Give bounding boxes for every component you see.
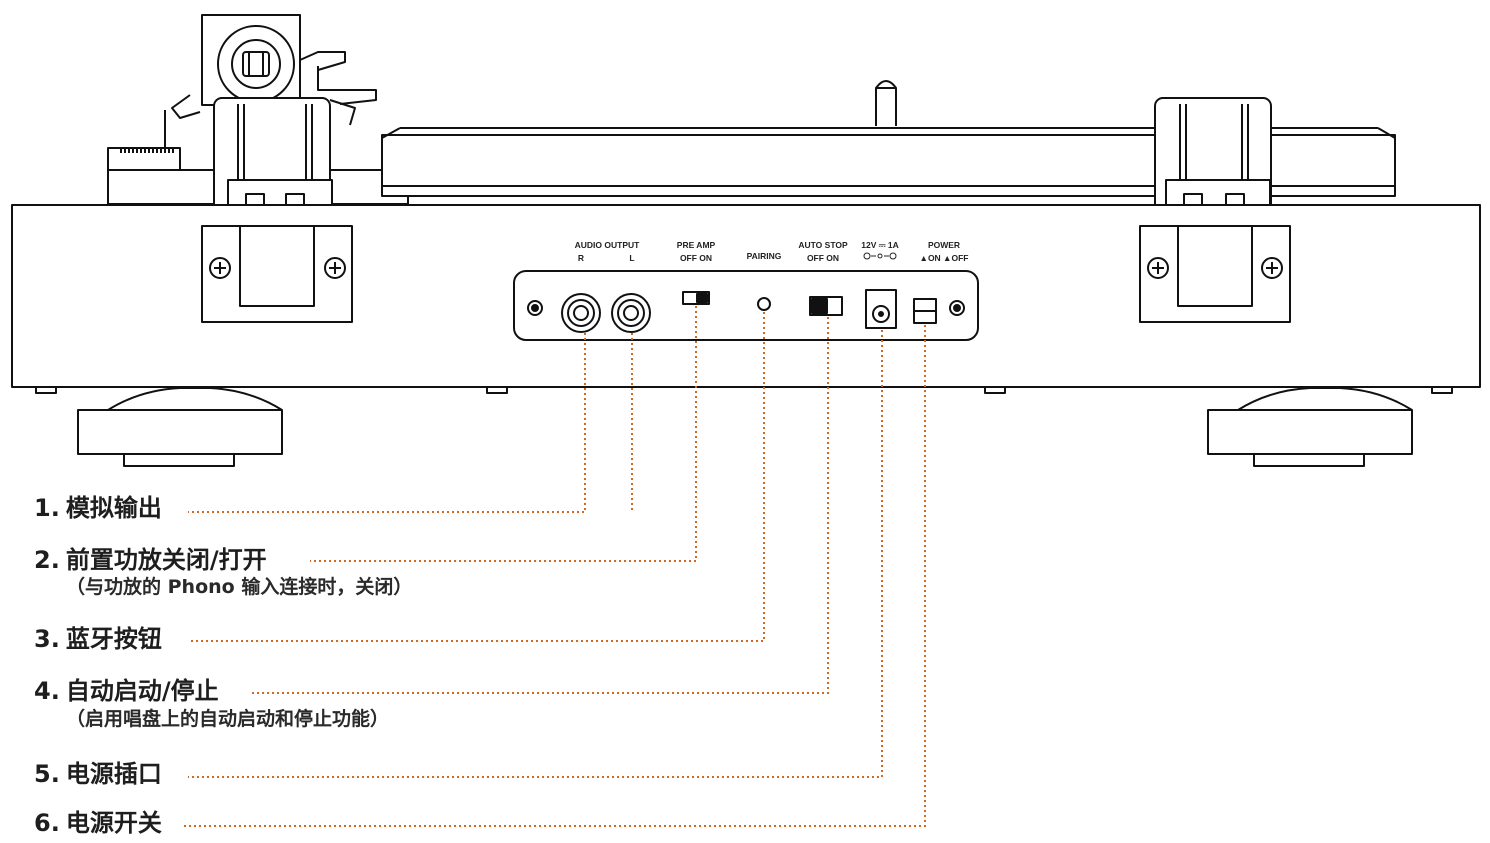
power-label: POWER xyxy=(928,240,960,250)
dc-power-jack[interactable] xyxy=(865,289,897,329)
callout-analog-output: 1.模拟输出 xyxy=(34,493,162,523)
callout-label: 电源开关 xyxy=(65,809,162,837)
audio-l-label: L xyxy=(629,253,634,263)
callout-power-switch: 6.电源开关 xyxy=(34,808,162,838)
audio-r-label: R xyxy=(578,253,584,263)
callout-label: 电源插口 xyxy=(65,760,162,788)
rca-jack-l[interactable] xyxy=(611,293,651,333)
leader-lines xyxy=(182,306,926,827)
callout-number: 1. xyxy=(34,494,60,522)
leader-5 xyxy=(188,330,883,778)
callout-bluetooth: 3.蓝牙按钮 xyxy=(34,624,162,654)
audio-output-label: AUDIO OUTPUT xyxy=(575,240,641,250)
pairing-label: PAIRING xyxy=(747,251,782,261)
platter xyxy=(381,80,1396,197)
callout-power-jack: 5.电源插口 xyxy=(34,759,162,789)
rear-panel xyxy=(513,270,979,341)
left-foot xyxy=(77,387,283,467)
callout-preamp: 2.前置功放关闭/打开 xyxy=(34,545,267,575)
callout-auto-note: （启用唱盘上的自动启动和停止功能） xyxy=(66,708,390,730)
preamp-label: PRE AMP xyxy=(677,240,716,250)
leader-6 xyxy=(182,325,926,827)
auto-stop-label: AUTO STOP xyxy=(798,240,848,250)
panel-labels: AUDIO OUTPUT R L PRE AMP OFF ON PAIRING … xyxy=(575,240,969,263)
rca-jack-r[interactable] xyxy=(561,293,601,333)
auto-stop-switch[interactable] xyxy=(809,296,843,316)
callout-label: 前置功放关闭/打开 xyxy=(65,546,267,574)
callout-label: 蓝牙按钮 xyxy=(65,625,162,653)
left-hinge-plate xyxy=(201,225,353,323)
preamp-states-label: OFF ON xyxy=(680,253,712,263)
callout-number: 2. xyxy=(34,546,60,574)
right-hinge-plate xyxy=(1139,225,1291,323)
callout-number: 3. xyxy=(34,625,60,653)
callout-number: 6. xyxy=(34,809,60,837)
auto-stop-states-label: OFF ON xyxy=(807,253,839,263)
dc-rating-label: 12V ⎓ 1A xyxy=(861,240,899,250)
callout-label: 自动启动/停止 xyxy=(65,677,219,705)
right-foot xyxy=(1207,387,1413,467)
preamp-switch[interactable] xyxy=(682,291,710,305)
polarity-icon xyxy=(863,252,897,260)
callout-label: 模拟输出 xyxy=(65,494,162,522)
callout-auto-start-stop: 4.自动启动/停止 xyxy=(34,676,219,706)
power-states-label: ▲ON ▲OFF xyxy=(920,253,969,263)
callout-number: 5. xyxy=(34,760,60,788)
leader-2 xyxy=(310,306,697,562)
power-switch[interactable] xyxy=(913,298,937,324)
callout-number: 4. xyxy=(34,677,60,705)
callout-preamp-note: （与功放的 Phono 输入连接时，关闭） xyxy=(66,576,413,598)
leader-4 xyxy=(252,317,829,694)
pairing-button[interactable] xyxy=(757,297,771,311)
